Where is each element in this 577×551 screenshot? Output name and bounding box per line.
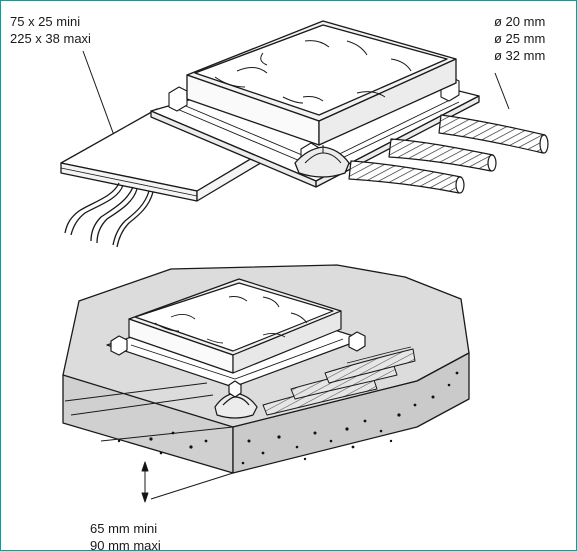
duct-size-label-maxi: 225 x 38 maxi <box>10 31 91 46</box>
conduit-diameter-label-32: ø 32 mm <box>494 48 546 63</box>
floor-box-body <box>186 20 457 146</box>
top-figure <box>60 20 549 248</box>
flexible-conduits <box>348 114 549 194</box>
conduit-leader-line <box>494 72 510 110</box>
cable-outlet-dome <box>294 145 350 178</box>
depth-label-mini: 65 mm mini <box>90 521 158 536</box>
embedded-conduits <box>262 346 416 416</box>
embedded-duct <box>64 382 234 442</box>
duct-size-label-mini: 75 x 25 mini <box>10 14 81 29</box>
depth-label-maxi: 90 mm maxi <box>90 538 161 551</box>
bottom-figure <box>62 264 470 503</box>
conduit-diameter-label-25: ø 25 mm <box>494 31 546 46</box>
duct-cables <box>64 182 154 248</box>
depth-dimension <box>141 461 234 503</box>
duct-leader-line <box>82 50 120 150</box>
bottom-lid-ornaments <box>154 296 308 344</box>
embedded-box-body <box>128 278 342 374</box>
lid-ornaments <box>214 40 412 104</box>
bottom-cable-outlet-dome <box>214 380 258 419</box>
conduit-diameter-label-20: ø 20 mm <box>494 14 546 29</box>
aggregate-dots <box>117 371 459 465</box>
